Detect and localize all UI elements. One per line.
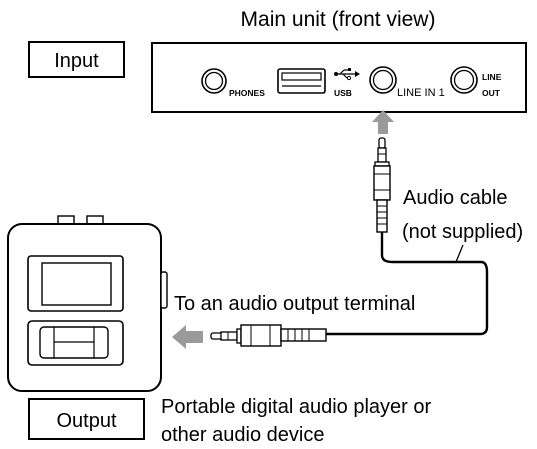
audio-cable-line [326,232,489,336]
line-out-label-top: LINE [482,72,502,82]
device-description-line1: Portable digital audio player or [161,396,432,418]
phones-jack-icon [201,68,227,94]
line-in-label: LINE IN 1 [397,87,445,99]
output-box [28,398,145,440]
insert-left-arrow-icon [172,325,203,349]
horizontal-plug-icon [210,324,327,347]
output-label: Output [56,410,116,432]
input-label: Input [54,50,99,72]
device-description-line2: other audio device [161,424,324,446]
line-in-jack-icon [369,66,397,94]
terminal-label: To an audio output terminal [174,293,415,315]
line-out-label-bottom: OUT [482,88,501,98]
portable-audio-player-icon [7,215,168,392]
usb-symbol-icon [334,68,360,81]
usb-label: USB [334,88,352,98]
cable-label-leader [455,244,464,263]
vertical-plug-icon [373,137,391,233]
line-out-jack-icon [450,66,478,94]
audio-cable-label: Audio cable [403,187,508,209]
main-unit-panel: PHONES USB LINE IN 1 LINE [151,42,527,113]
main-unit-title: Main unit (front view) [241,8,436,31]
input-box [28,41,125,78]
phones-label: PHONES [229,88,265,98]
usb-port-icon [277,68,326,94]
insert-up-arrow-icon [372,110,394,134]
audio-cable-note: (not supplied) [402,221,523,243]
